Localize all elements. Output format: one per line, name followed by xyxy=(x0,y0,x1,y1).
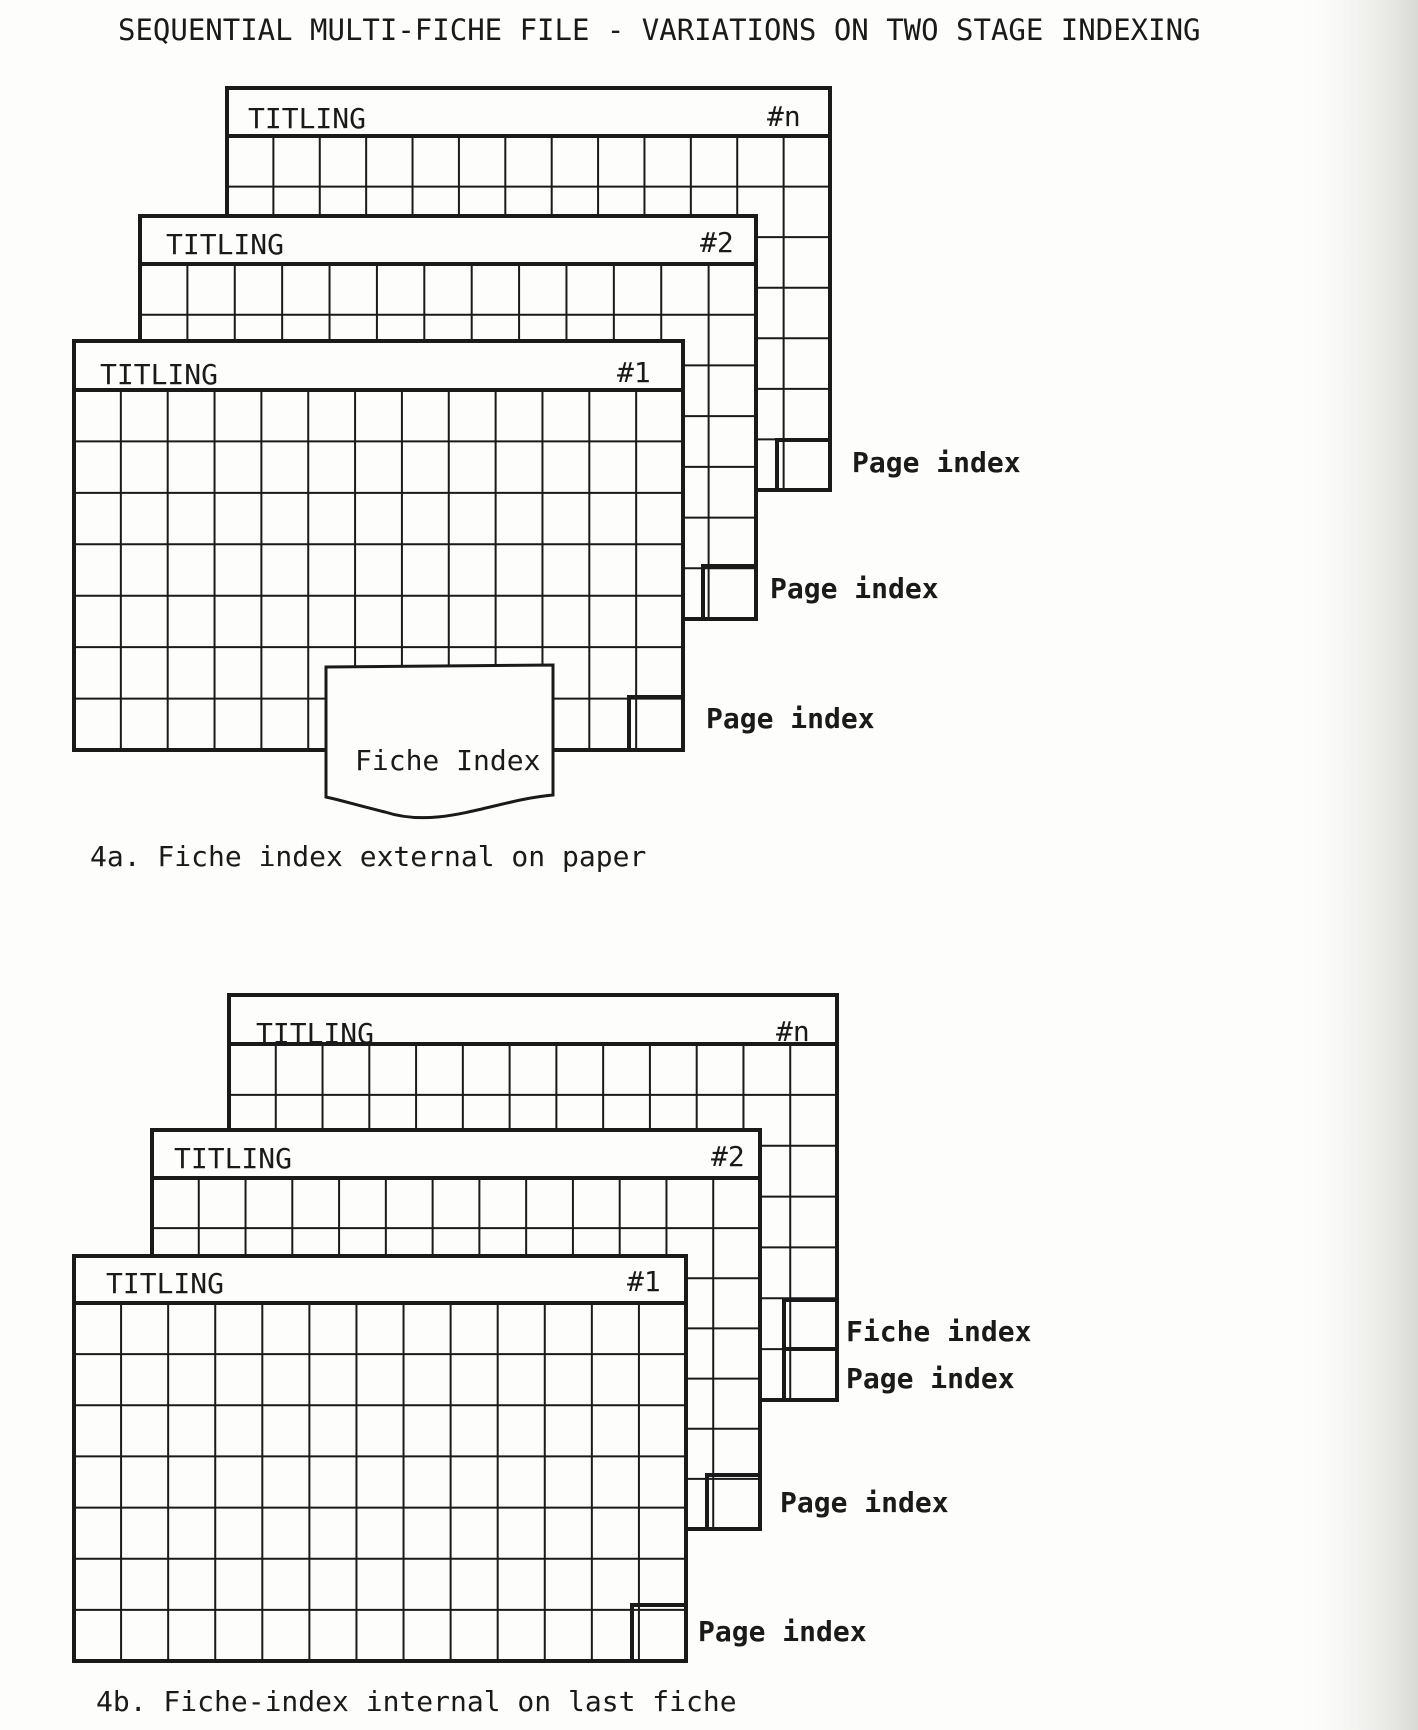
fiche-b-1 xyxy=(72,1254,688,1663)
fiche-b-n-titling: TITLING xyxy=(256,1017,374,1050)
caption-4a: 4a. Fiche index external on paper xyxy=(90,840,646,873)
fiche-1-number: #1 xyxy=(617,356,651,389)
fiche-1-page-index-box xyxy=(627,695,685,752)
fiche-b-n-fiche-index-label: Fiche index xyxy=(846,1315,1032,1348)
fiche-b-n-page-index-box xyxy=(782,1347,839,1402)
fiche-n-number: #n xyxy=(767,100,801,133)
fiche-2-number: #2 xyxy=(700,226,734,259)
fiche-b-n-number: #n xyxy=(776,1015,810,1048)
diagram-4a-labels: TITLING #n TITLING #2 TITLING #1 Page in… xyxy=(90,100,1021,873)
fiche-b-1-titling: TITLING xyxy=(106,1267,224,1300)
fiche-b-1-page-index-box xyxy=(630,1603,688,1663)
diagram-4b xyxy=(72,993,839,1663)
fiche-b-1-border xyxy=(72,1254,688,1663)
fiche-2-titling: TITLING xyxy=(166,228,284,261)
caption-4b: 4b. Fiche-index internal on last fiche xyxy=(96,1685,737,1718)
fiche-b-2-number: #2 xyxy=(711,1140,745,1173)
diagram-4b-labels: TITLING #n TITLING #2 TITLING #1 Fiche i… xyxy=(96,1015,1032,1718)
fiche-b-1-grid xyxy=(74,1303,686,1661)
fiche-b-2-page-index-label: Page index xyxy=(780,1486,949,1519)
figure-title: SEQUENTIAL MULTI-FICHE FILE - VARIATIONS… xyxy=(118,13,1201,47)
page-edge-shadow xyxy=(1290,0,1418,1730)
diagram-4a xyxy=(72,86,832,820)
fiche-index-paper-sheet xyxy=(324,663,555,820)
fiche-b-2-titling: TITLING xyxy=(174,1142,292,1175)
fiche-n-titling: TITLING xyxy=(248,102,366,135)
fiche-n-page-index-box xyxy=(775,438,832,492)
fiche-b-1-number: #1 xyxy=(627,1265,661,1298)
fiche-b-2-page-index-box xyxy=(705,1473,762,1531)
fiche-2-page-index-box xyxy=(701,564,758,621)
fiche-index-sheet-label: Fiche Index xyxy=(355,744,540,777)
fiche-1-titling: TITLING xyxy=(100,358,218,391)
fiche-b-n-page-index-label: Page index xyxy=(846,1362,1015,1395)
fiche-2-page-index-label: Page index xyxy=(770,572,939,605)
fiche-n-page-index-label: Page index xyxy=(852,446,1021,479)
fiche-1-page-index-label: Page index xyxy=(706,702,875,735)
fiche-b-1-page-index-label: Page index xyxy=(698,1615,867,1648)
